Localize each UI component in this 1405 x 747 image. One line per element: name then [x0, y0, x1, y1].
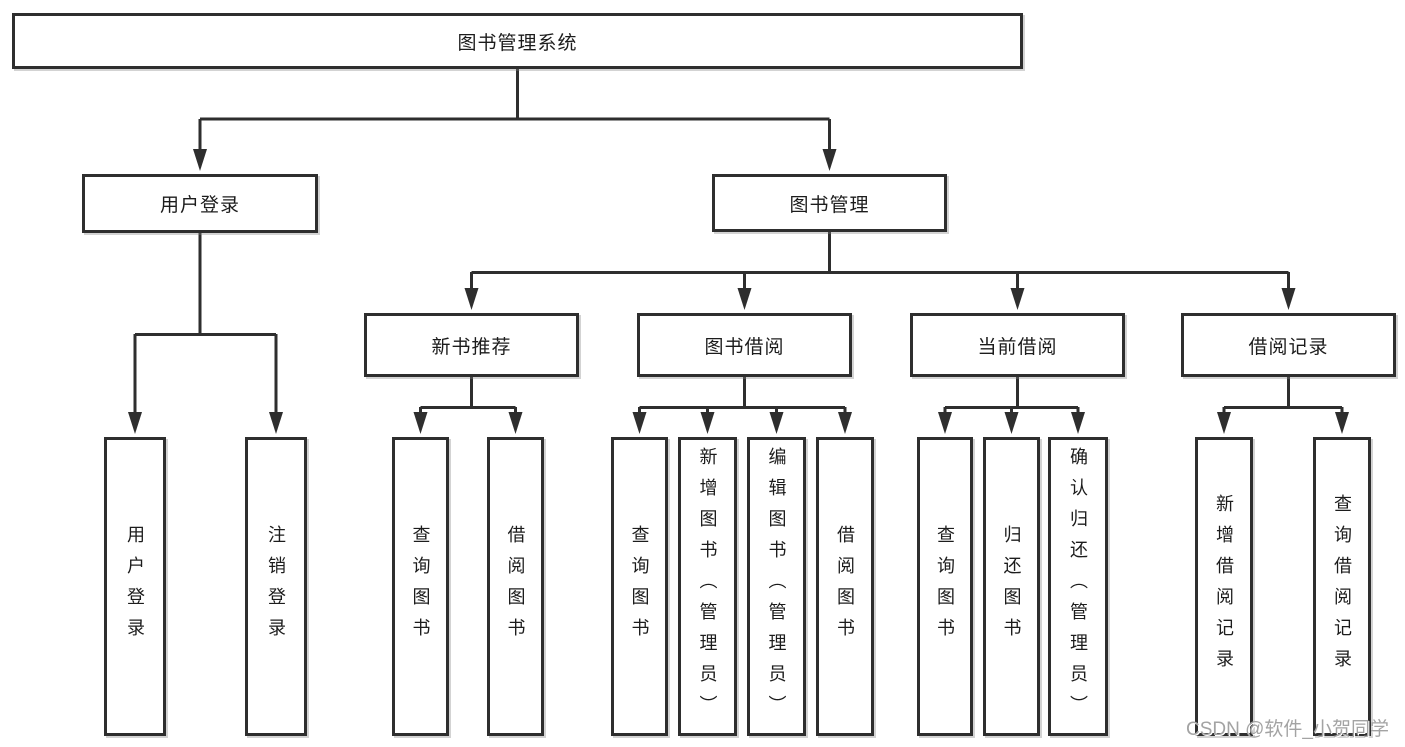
node-label: 查询图书: [410, 524, 431, 649]
node-label: 新增图书（管理员）: [697, 447, 718, 726]
node-label: 用户登录: [125, 524, 145, 649]
node-query-books-3: 查询图书: [917, 437, 973, 736]
node-label: 注销登录: [266, 524, 286, 649]
node-library-management-system: 图书管理系统: [12, 13, 1023, 69]
node-edit-books-admin: 编辑图书（管理员）: [747, 437, 806, 736]
node-new-book-recommend: 新书推荐: [364, 313, 579, 377]
node-label: 当前借阅: [977, 336, 1058, 358]
node-label: 查询图书: [935, 524, 955, 649]
node-label: 图书管理系统: [457, 32, 578, 54]
node-label: 借阅图书: [505, 524, 526, 649]
node-label: 借阅记录: [1248, 336, 1329, 358]
node-return-books: 归还图书: [983, 437, 1040, 736]
node-label: 编辑图书（管理员）: [766, 447, 787, 726]
node-label: 新增借阅记录: [1214, 493, 1234, 680]
node-label: 归还图书: [1001, 524, 1022, 649]
node-add-books-admin: 新增图书（管理员）: [678, 437, 737, 736]
node-book-management: 图书管理: [712, 174, 947, 232]
node-logout: 注销登录: [245, 437, 307, 736]
node-book-borrow: 图书借阅: [637, 313, 852, 377]
node-label: 查询图书: [629, 524, 650, 649]
node-borrow-books-2: 借阅图书: [816, 437, 874, 736]
node-query-borrow-record: 查询借阅记录: [1313, 437, 1371, 736]
node-current-borrow: 当前借阅: [910, 313, 1125, 377]
node-label: 用户登录: [159, 195, 240, 216]
node-label: 图书管理: [789, 194, 870, 216]
node-label: 查询借阅记录: [1332, 493, 1352, 680]
arrowhead-icons: [128, 149, 1349, 434]
node-confirm-return-admin: 确认归还（管理员）: [1048, 437, 1108, 736]
node-label: 图书借阅: [704, 336, 785, 358]
node-user-login-leaf: 用户登录: [104, 437, 166, 736]
node-label: 确认归还（管理员）: [1068, 447, 1088, 726]
node-query-books-1: 查询图书: [392, 437, 449, 736]
node-user-login: 用户登录: [82, 174, 318, 233]
csdn-watermark: CSDN @软件_小贺同学: [1186, 719, 1389, 740]
node-query-books-2: 查询图书: [611, 437, 668, 736]
node-borrow-books-1: 借阅图书: [487, 437, 544, 736]
node-borrow-records: 借阅记录: [1181, 313, 1396, 377]
node-label: 借阅图书: [835, 524, 855, 649]
node-label: 新书推荐: [431, 336, 512, 358]
node-add-borrow-record: 新增借阅记录: [1195, 437, 1253, 736]
